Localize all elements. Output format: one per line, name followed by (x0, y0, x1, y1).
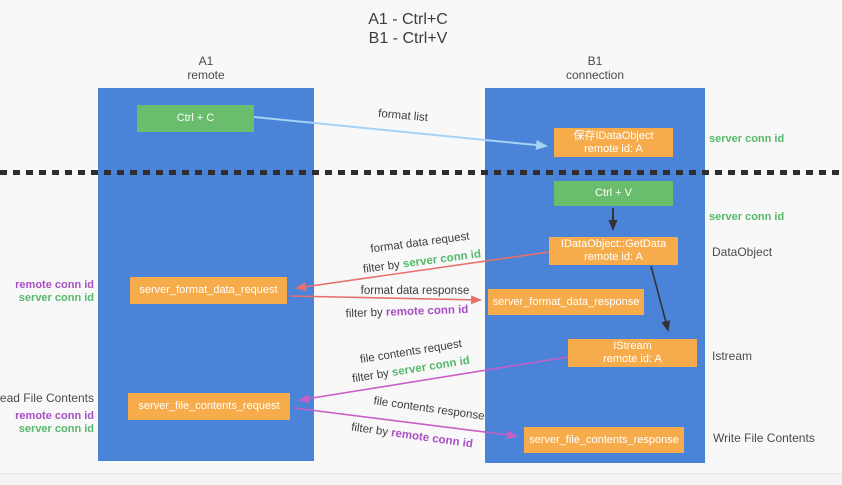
label-server-conn-id-mid: server conn id (709, 211, 785, 223)
filter-prefix: filter by (345, 306, 387, 321)
node-ctrl-c-label: Ctrl + C (176, 112, 215, 124)
arrow-label-format-list: format list (377, 107, 429, 125)
lane-left-name: A1 (198, 54, 214, 68)
dashed-separator (0, 170, 842, 175)
label-read-file-contents: Read File Contents (0, 391, 94, 405)
node-ctrl-c: Ctrl + C (137, 105, 254, 132)
filter-prefix: filter by (362, 258, 404, 276)
filter-key-server-conn-id: server conn id (402, 248, 482, 271)
node-server-format-data-response: server_format_data_response (488, 289, 644, 315)
filter-prefix: filter by (351, 367, 393, 386)
node-istream-line2: remote id: A (603, 353, 662, 365)
node-server-format-data-request-label: server_format_data_request (139, 284, 278, 296)
arrow-label-file-contents-response: file contents response (372, 395, 486, 423)
node-server-file-contents-response: server_file_contents_response (524, 427, 684, 453)
node-save-idataobject: 保存IDataObject remote id: A (554, 128, 673, 157)
bottom-divider (0, 473, 842, 474)
label-dataobject: DataObject (712, 245, 773, 259)
lane-left-role: remote (187, 68, 225, 82)
label-remote-conn-id-left-1: remote conn id (15, 279, 94, 291)
filter-prefix: filter by (350, 421, 392, 440)
lane-right-name: B1 (587, 54, 603, 68)
node-istream: IStream remote id: A (568, 339, 697, 367)
label-server-conn-id-left-2: server conn id (18, 423, 94, 435)
node-server-format-data-request: server_format_data_request (130, 277, 287, 304)
node-idataobject-getdata-line2: remote id: A (584, 251, 643, 263)
node-idataobject-getdata-line1: IDataObject::GetData (560, 238, 667, 250)
node-idataobject-getdata: IDataObject::GetData remote id: A (549, 237, 678, 265)
label-write-file-contents: Write File Contents (713, 431, 815, 445)
lane-right-role: connection (565, 68, 625, 82)
title-line-2: B1 - Ctrl+V (368, 30, 448, 47)
arrow-label-format-data-response: format data response (360, 285, 470, 297)
node-ctrl-v: Ctrl + V (554, 181, 673, 206)
node-save-idataobject-line2: remote id: A (584, 142, 643, 155)
node-server-format-data-response-label: server_format_data_response (492, 295, 640, 308)
arrow-label-format-data-response-filter: filter by remote conn id (345, 304, 468, 320)
lane-header-left: A1 remote (136, 54, 276, 82)
node-server-file-contents-response-label: server_file_contents_response (529, 433, 679, 446)
label-istream: Istream (712, 349, 753, 363)
title-line-1: A1 - Ctrl+C (368, 11, 448, 28)
lane-header-right: B1 connection (525, 54, 665, 82)
filter-key-remote-conn-id: remote conn id (385, 303, 469, 319)
diagram-title: A1 - Ctrl+C B1 - Ctrl+V (328, 10, 488, 48)
bottom-strip (0, 474, 842, 485)
node-ctrl-v-label: Ctrl + V (595, 187, 632, 199)
node-save-idataobject-line1: 保存IDataObject (573, 129, 654, 142)
node-istream-line1: IStream (613, 340, 652, 352)
node-server-file-contents-request-label: server_file_contents_request (138, 400, 280, 412)
node-server-file-contents-request: server_file_contents_request (128, 393, 290, 420)
arrow-label-file-contents-response-filter: filter by remote conn id (350, 422, 473, 451)
label-server-conn-id-left-1: server conn id (18, 292, 94, 304)
label-server-conn-id-top: server conn id (709, 133, 785, 145)
filter-key-remote-conn-id: remote conn id (390, 427, 474, 451)
label-remote-conn-id-left-2: remote conn id (15, 410, 94, 422)
